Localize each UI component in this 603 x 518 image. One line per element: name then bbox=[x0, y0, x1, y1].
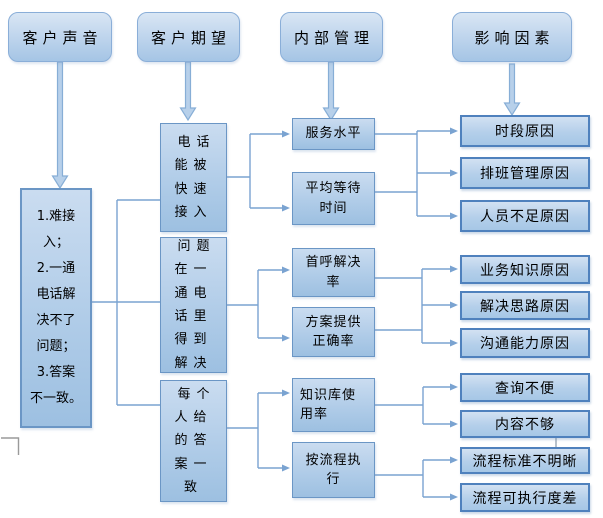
metric-average-wait-time-box: 平均等待 时间 bbox=[292, 172, 375, 225]
corner-bracket bbox=[1, 437, 20, 455]
factor-scheduling-box: 排班管理原因 bbox=[460, 157, 590, 189]
metric-text: 首呼解决 率 bbox=[305, 255, 362, 290]
factor-understaffing-box: 人员不足原因 bbox=[460, 200, 590, 232]
metric-solution-accuracy-box: 方案提供 正确率 bbox=[292, 307, 375, 357]
metric-text: 方案提供 正确率 bbox=[305, 314, 362, 350]
header-internal-management: 内部管理 bbox=[280, 12, 383, 62]
factor-text: 内容不够 bbox=[495, 417, 555, 433]
metric-knowledge-base-usage-box: 知识库使 用率 bbox=[292, 378, 375, 432]
expectation-text: 电话 能被 快速 接入 bbox=[174, 134, 216, 220]
factor-text: 人员不足原因 bbox=[480, 209, 570, 225]
header-label: 客户期望 bbox=[150, 28, 231, 47]
factor-communication-box: 沟通能力原因 bbox=[460, 328, 590, 358]
metric-text: 按流程执 行 bbox=[305, 452, 362, 488]
down-arrow-icon bbox=[322, 61, 340, 122]
factor-time-period-box: 时段原因 bbox=[460, 115, 590, 147]
header-label: 影响因素 bbox=[474, 28, 555, 47]
metric-service-level-box: 服务水平 bbox=[292, 118, 375, 150]
expectation-text: 问题 在一 通电 话里 得到 解决 bbox=[174, 238, 216, 371]
factor-text: 沟通能力原因 bbox=[480, 336, 570, 352]
down-arrow-icon bbox=[51, 61, 69, 190]
down-arrow-icon bbox=[179, 61, 197, 122]
metric-process-compliance-box: 按流程执 行 bbox=[292, 442, 375, 498]
down-arrow-icon bbox=[503, 63, 521, 117]
factor-text: 业务知识原因 bbox=[480, 262, 570, 279]
expectation-text: 每个 人给 的答 案一 致 bbox=[174, 386, 216, 496]
header-customer-expectation: 客户期望 bbox=[137, 12, 240, 62]
factor-query-inconvenient-box: 查询不便 bbox=[460, 373, 590, 402]
factor-solution-approach-box: 解决思路原因 bbox=[460, 291, 590, 320]
factor-content-insufficient-box: 内容不够 bbox=[460, 410, 590, 438]
expectation-quick-access-box: 电话 能被 快速 接入 bbox=[160, 123, 227, 232]
header-customer-voice: 客户声音 bbox=[8, 12, 112, 62]
metric-text: 知识库使 用率 bbox=[300, 387, 357, 423]
header-label: 内部管理 bbox=[293, 28, 374, 47]
note-text: 1.难接 入； 2.一通 电话解 决不了 问题； 3.答案 不一致。 bbox=[29, 209, 82, 406]
header-label: 客户声音 bbox=[22, 28, 103, 47]
metric-text: 服务水平 bbox=[305, 126, 362, 142]
expectation-one-call-resolution-box: 问题 在一 通电 话里 得到 解决 bbox=[160, 237, 227, 373]
factor-text: 查询不便 bbox=[495, 380, 555, 397]
metric-text: 平均等待 时间 bbox=[305, 181, 362, 216]
factor-text: 排班管理原因 bbox=[480, 166, 570, 182]
header-influence-factors: 影响因素 bbox=[452, 12, 572, 62]
factor-text: 解决思路原因 bbox=[480, 298, 570, 315]
factor-process-standard-unclear-box: 流程标准不明晰 bbox=[460, 447, 590, 474]
factor-text: 流程可执行度差 bbox=[472, 490, 578, 507]
customer-voice-note-box: 1.难接 入； 2.一通 电话解 决不了 问题； 3.答案 不一致。 bbox=[20, 188, 92, 428]
metric-first-call-resolution-box: 首呼解决 率 bbox=[292, 248, 375, 297]
expectation-consistent-answers-box: 每个 人给 的答 案一 致 bbox=[160, 380, 227, 502]
factor-business-knowledge-box: 业务知识原因 bbox=[460, 255, 590, 284]
factor-text: 流程标准不明晰 bbox=[472, 453, 578, 470]
factor-text: 时段原因 bbox=[495, 124, 555, 140]
factor-process-executability-poor-box: 流程可执行度差 bbox=[460, 483, 590, 512]
